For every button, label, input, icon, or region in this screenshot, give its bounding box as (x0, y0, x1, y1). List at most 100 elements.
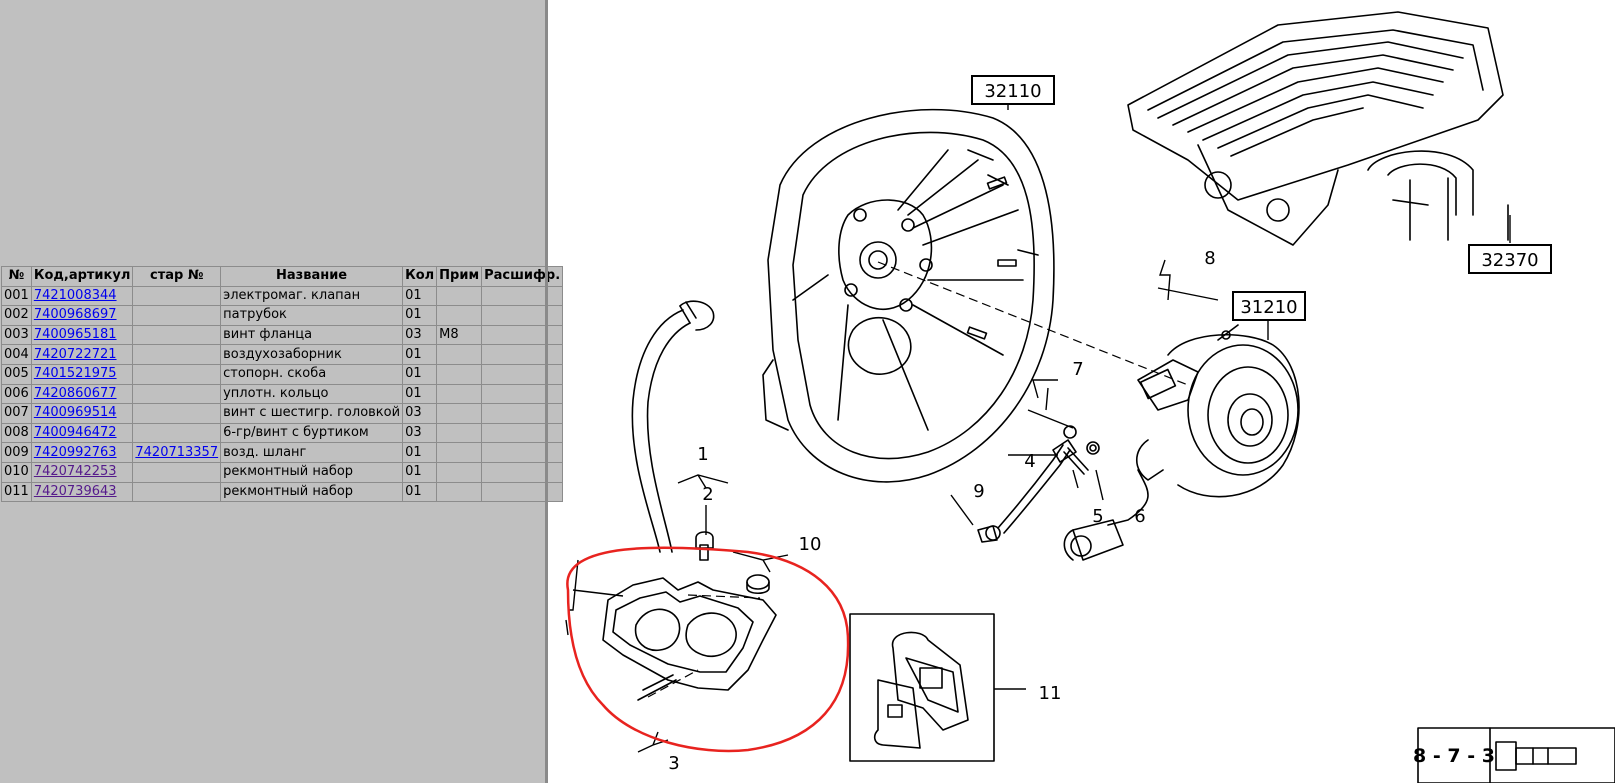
cell-code[interactable]: 7420992763 (30, 442, 134, 463)
cell-code-link[interactable]: 7420742253 (33, 464, 117, 480)
callout-2[interactable]: 2 (702, 484, 713, 505)
header-name: Название (220, 266, 404, 287)
cell-old-number-link[interactable]: 7420713357 (135, 444, 219, 460)
cell-name: рекмонтный набор (220, 481, 404, 503)
callout-6[interactable]: 6 (1134, 506, 1145, 527)
cell-code[interactable]: 7420722721 (30, 344, 134, 365)
callout-11[interactable]: 11 (1039, 683, 1062, 704)
cell-decode (481, 442, 564, 463)
cell-old-number (132, 422, 222, 444)
cell-quantity: 03 (402, 324, 438, 346)
cell-number: 002 (1, 305, 32, 326)
callout-9[interactable]: 9 (973, 481, 984, 502)
bolt-icon (1495, 741, 1577, 771)
ref-label-32370: 32370 (1481, 250, 1538, 271)
cell-name: стопорн. скоба (220, 363, 404, 385)
cell-quantity: 01 (402, 344, 438, 365)
cell-quantity: 01 (402, 481, 438, 503)
hydraulic-pipe-drawing (977, 425, 1100, 543)
cell-quantity: 01 (402, 305, 438, 326)
ref-box-31210[interactable]: 31210 (1232, 291, 1306, 321)
cell-decode (481, 461, 564, 483)
cell-name: уплотн. кольцо (220, 383, 404, 405)
exploded-parts-diagram: 32110 32370 31210 1 2 3 4 5 6 7 8 9 10 1… (548, 0, 1615, 783)
cell-decode (481, 422, 564, 444)
cell-number: 011 (1, 481, 32, 503)
cell-code[interactable]: 7400946472 (30, 422, 134, 444)
header-quantity: Кол (402, 266, 438, 287)
cell-old-number (132, 481, 222, 503)
callout-8[interactable]: 8 (1204, 248, 1215, 269)
ref-label-32110: 32110 (984, 81, 1041, 102)
ref-box-32370[interactable]: 32370 (1468, 244, 1552, 274)
cell-decode (481, 363, 564, 385)
cell-old-number (132, 403, 222, 424)
cell-quantity: 03 (402, 422, 438, 444)
cell-code-link[interactable]: 7400946472 (33, 425, 117, 441)
callout-5[interactable]: 5 (1092, 506, 1103, 527)
callout-leaders (565, 88, 1511, 753)
cell-old-number (132, 383, 222, 405)
cell-number: 006 (1, 383, 32, 405)
cell-name: винт фланца (220, 324, 404, 346)
cell-quantity: 01 (402, 383, 438, 405)
cell-number: 004 (1, 344, 32, 365)
cell-code[interactable]: 7420739643 (30, 481, 134, 503)
header-code: Код,артикул (30, 266, 134, 287)
cell-note (436, 422, 483, 444)
callout-1[interactable]: 1 (697, 444, 708, 465)
cell-code[interactable]: 7401521975 (30, 363, 134, 385)
cell-code[interactable]: 7420742253 (30, 461, 134, 483)
cell-code[interactable]: 7400968697 (30, 305, 134, 326)
parts-table: № Код,артикул стар № Название Кол Прим Р… (1, 266, 564, 503)
callout-4[interactable]: 4 (1024, 451, 1035, 472)
cell-code-link[interactable]: 7420860677 (33, 385, 117, 401)
table-header-row: № Код,артикул стар № Название Кол Прим Р… (1, 266, 564, 287)
cell-note (436, 481, 483, 503)
cell-old-number[interactable]: 7420713357 (132, 442, 222, 463)
cell-code-link[interactable]: 7401521975 (33, 366, 117, 382)
cell-code[interactable]: 7421008344 (30, 285, 134, 307)
header-old-number: стар № (132, 266, 222, 287)
cell-note (436, 344, 483, 365)
cell-code-link[interactable]: 7400969514 (33, 405, 117, 421)
callout-10[interactable]: 10 (799, 534, 822, 555)
header-decode: Расшифр. (481, 266, 564, 287)
callout-3[interactable]: 3 (668, 753, 679, 774)
cell-note (436, 403, 483, 424)
page-code: 8 - 7 - 3 (1413, 745, 1495, 767)
cell-code-link[interactable]: 7420722721 (33, 346, 117, 362)
cell-code-link[interactable]: 7400965181 (33, 327, 117, 343)
cell-name: патрубок (220, 305, 404, 326)
cell-number: 001 (1, 285, 32, 307)
cell-name: возд. шланг (220, 442, 404, 463)
page-code-box (1417, 727, 1615, 783)
cell-code[interactable]: 7420860677 (30, 383, 134, 405)
clutch-bell-housing-drawing (762, 108, 1055, 483)
header-note: Прим (436, 266, 483, 287)
callout-7[interactable]: 7 (1072, 359, 1083, 380)
cell-code-link[interactable]: 7420992763 (33, 444, 117, 460)
cell-old-number (132, 285, 222, 307)
cell-decode (481, 403, 564, 424)
ref-label-31210: 31210 (1240, 297, 1297, 318)
cell-code-link[interactable]: 7420739643 (33, 483, 117, 499)
cell-number: 008 (1, 422, 32, 444)
cell-code-link[interactable]: 7421008344 (33, 287, 117, 303)
cell-code[interactable]: 7400969514 (30, 403, 134, 424)
cell-note (436, 383, 483, 405)
cell-name: винт с шестигр. головкой (220, 403, 404, 424)
ref-box-32110[interactable]: 32110 (971, 75, 1055, 105)
panel-divider[interactable] (545, 0, 548, 783)
cell-note (436, 442, 483, 463)
cell-code-link[interactable]: 7400968697 (33, 307, 117, 323)
cell-old-number (132, 344, 222, 365)
cell-code[interactable]: 7400965181 (30, 324, 134, 346)
